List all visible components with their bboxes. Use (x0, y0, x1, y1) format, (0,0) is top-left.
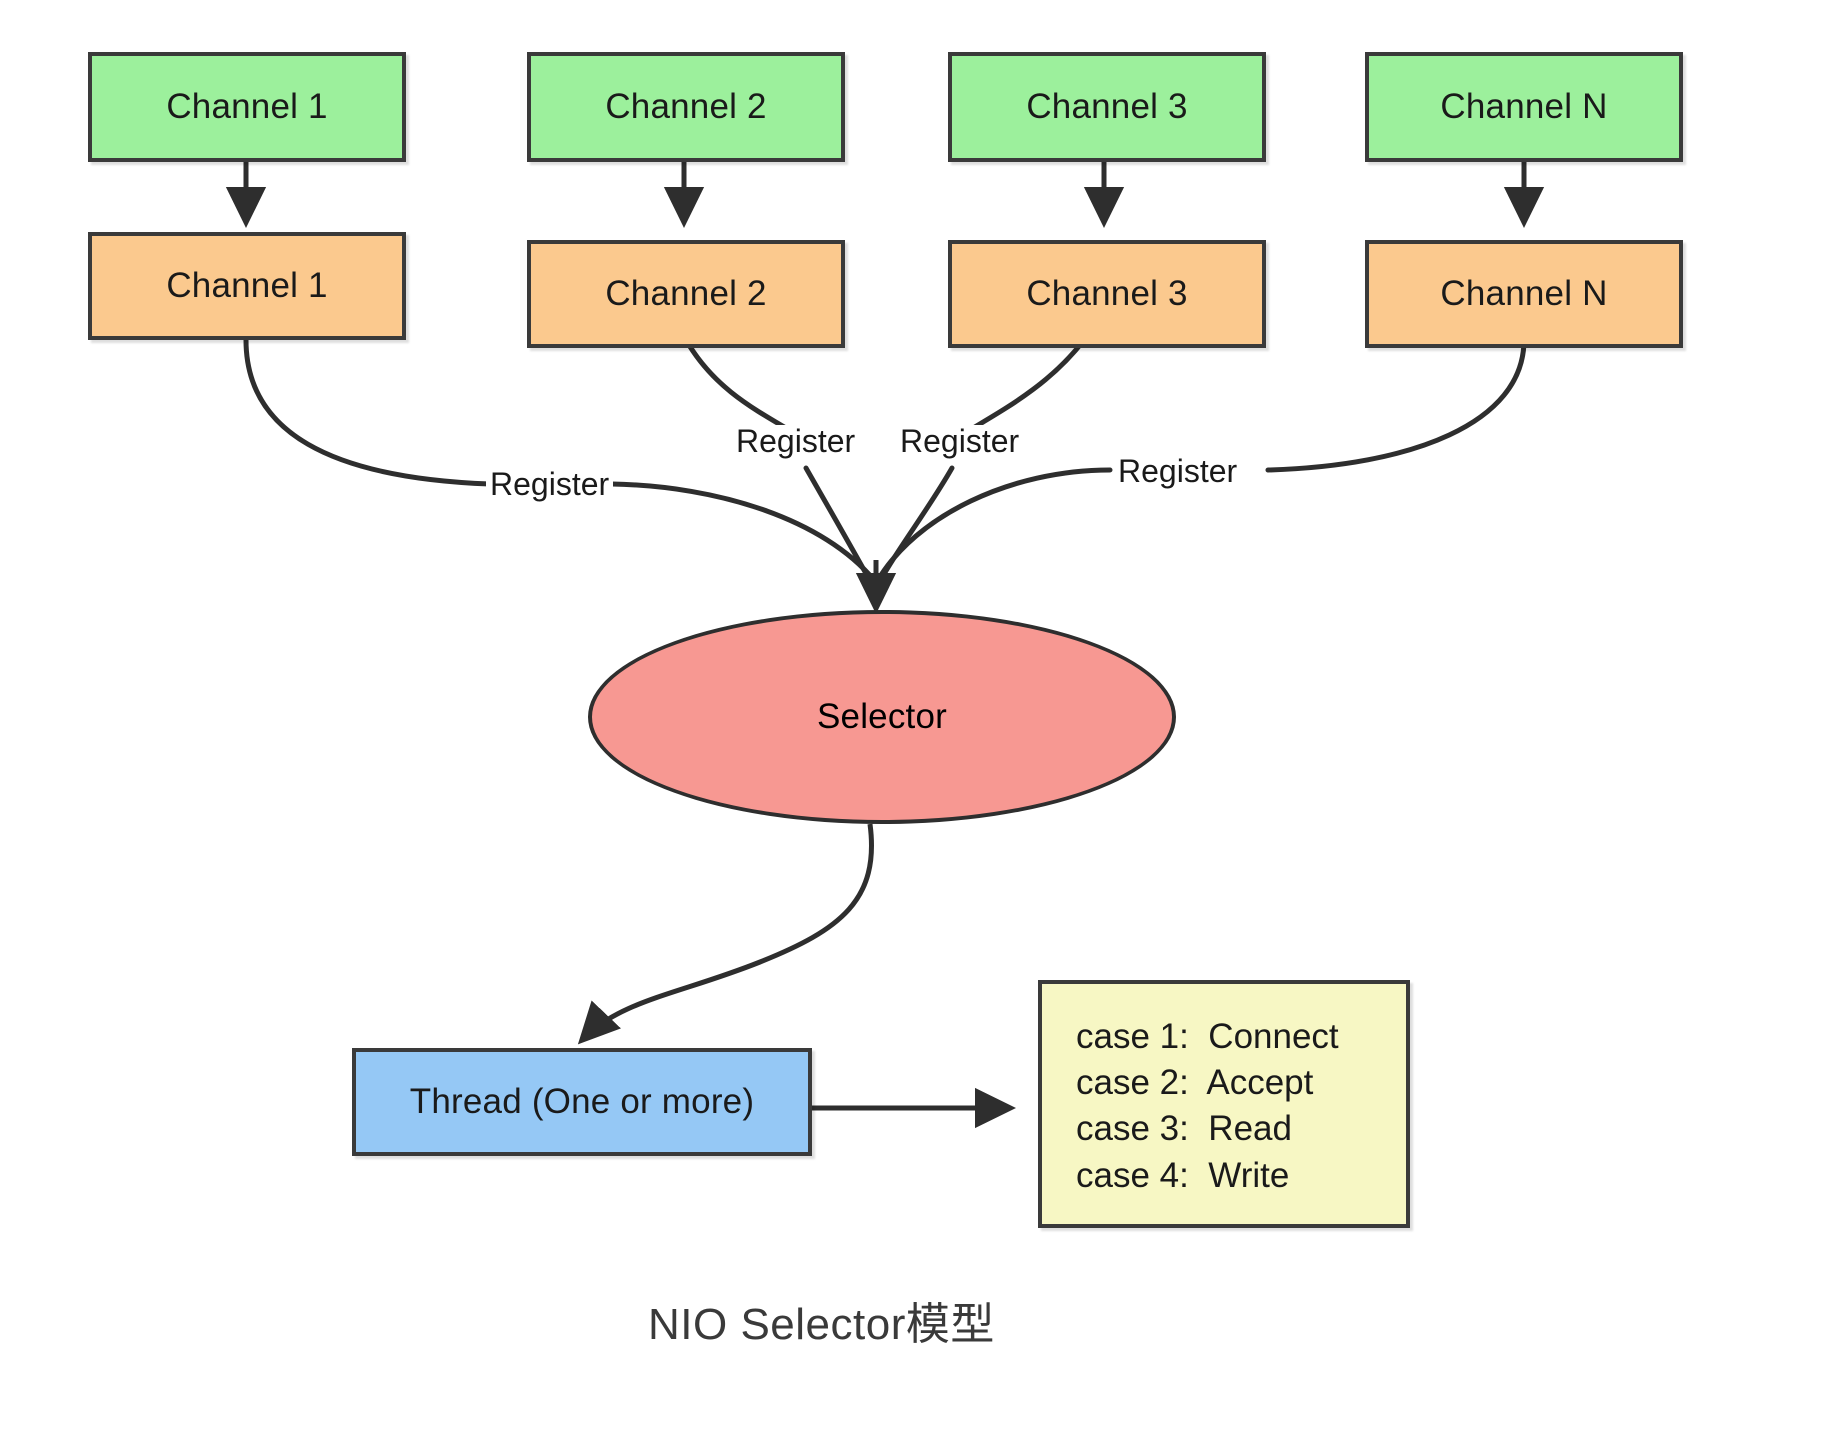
case-line-1: case 1: Connect (1076, 1017, 1339, 1056)
channel-box-top-2-label: Channel 2 (605, 86, 767, 126)
diagram-title: NIO Selector模型 (648, 1300, 995, 1349)
case-line-4: case 4: Write (1076, 1155, 1290, 1195)
register-curve-channel-3-tail (873, 465, 955, 591)
channel-box-top-1-label: Channel 1 (166, 86, 328, 126)
register-curve-channel-n-tail (875, 467, 1113, 583)
channel-box-top-3[interactable]: Channel 3 (948, 52, 1266, 162)
register-label-2: Register (732, 425, 860, 457)
channel-box-bottom-1-label: Channel 1 (166, 265, 328, 305)
channel-box-bottom-2-label: Channel 2 (605, 273, 767, 313)
case-line-3: case 3: Read (1076, 1109, 1292, 1149)
channel-box-top-3-label: Channel 3 (1026, 86, 1188, 126)
channel-box-top-2[interactable]: Channel 2 (527, 52, 845, 162)
channel-box-top-4-label: Channel N (1440, 86, 1608, 126)
channel-box-top-4[interactable]: Channel N (1365, 52, 1683, 162)
register-curve-channel-1 (243, 337, 493, 487)
register-curve-channel-n (1265, 337, 1527, 473)
channel-box-bottom-1[interactable]: Channel 1 (88, 232, 406, 340)
register-curve-channel-2-tail (803, 465, 877, 591)
channel-box-bottom-2[interactable]: Channel 2 (527, 240, 845, 348)
register-curve-channel-1-tail (609, 481, 877, 583)
channel-box-bottom-3[interactable]: Channel 3 (948, 240, 1266, 348)
register-label-4: Register (1114, 455, 1242, 487)
thread-box-label: Thread (One or more) (409, 1081, 755, 1121)
thread-box[interactable]: Thread (One or more) (352, 1048, 812, 1156)
channel-box-bottom-3-label: Channel 3 (1026, 273, 1188, 313)
case-list-box[interactable]: case 1: Connect case 2: Accept case 3: R… (1038, 980, 1410, 1228)
channel-box-bottom-4-label: Channel N (1440, 273, 1608, 313)
selector-node[interactable]: Selector (588, 610, 1176, 824)
case-line-2: case 2: Accept (1076, 1063, 1314, 1103)
selector-label: Selector (817, 696, 947, 736)
arrow-selector-to-thread (577, 823, 874, 1045)
channel-box-top-1[interactable]: Channel 1 (88, 52, 406, 162)
register-label-1: Register (486, 468, 614, 500)
register-label-3: Register (896, 425, 1024, 457)
channel-box-bottom-4[interactable]: Channel N (1365, 240, 1683, 348)
